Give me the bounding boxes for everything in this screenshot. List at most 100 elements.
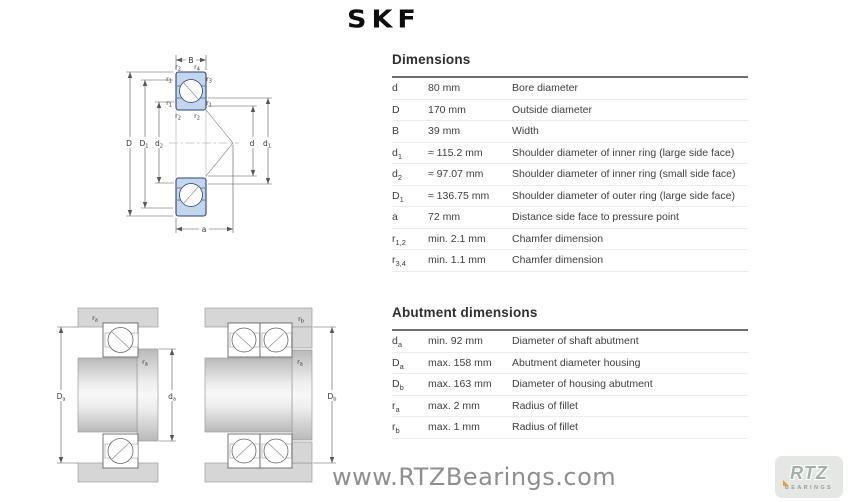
table-row: B 39 mm Width	[392, 121, 748, 143]
label-d2: d2	[155, 139, 163, 150]
symbol: ra	[392, 399, 400, 414]
description: Diameter of housing abutment	[512, 378, 653, 391]
value: ≈ 115.2 mm	[428, 146, 483, 159]
dimensions-title: Dimensions	[392, 52, 471, 67]
symbol: D1	[392, 189, 404, 204]
symbol: Db	[392, 378, 404, 393]
dimensions-section: Dimensions d 80 mm Bore diameter D 170 mm Ou…	[392, 52, 748, 272]
rtz-logo-accent-triangle	[783, 480, 789, 486]
abutment-table: da min. 92 mm Diameter of shaft abutment D…	[392, 329, 748, 439]
value: 72 mm	[428, 211, 461, 224]
label-r2-top-left: r2	[175, 63, 181, 72]
description: Abutment diameter housing	[512, 356, 641, 369]
symbol: rb	[392, 421, 400, 436]
value: max. 158 mm	[428, 356, 492, 369]
value: max. 1 mm	[428, 421, 480, 434]
abutment-section: Abutment dimensions da min. 92 mm Diameter…	[392, 305, 748, 439]
table-row: d2 ≈ 97.07 mm Shoulder diameter of inner r…	[392, 164, 748, 186]
rtz-logo-word: RTZ	[790, 462, 828, 483]
symbol: B	[392, 125, 400, 138]
symbol: Da	[392, 356, 404, 371]
value: min. 92 mm	[428, 335, 483, 348]
symbol: a	[392, 211, 398, 224]
description: Chamfer dimension	[512, 232, 604, 245]
table-row: ra max. 2 mm Radius of fillet	[392, 396, 748, 417]
lower-bearing-section	[175, 177, 207, 217]
table-row: D 170 mm Outside diameter	[392, 100, 748, 121]
symbol: da	[392, 335, 403, 350]
label-a: a	[202, 225, 207, 234]
value: ≈ 97.07 mm	[428, 168, 484, 181]
label-ra-housing: ra	[92, 314, 98, 323]
label-Db: Db	[328, 392, 337, 403]
description: Radius of fillet	[512, 399, 578, 412]
description: Diameter of shaft abutment	[512, 335, 639, 348]
label-r2-bottom-right: r2	[194, 112, 200, 121]
description: Radius of fillet	[512, 421, 578, 434]
label-Da: Da	[57, 392, 66, 403]
symbol: d1	[392, 146, 403, 161]
table-row: d1 ≈ 115.2 mm Shoulder diameter of inner r…	[392, 143, 748, 164]
abutment-mounting-drawing: ra ra Da da	[55, 307, 339, 483]
label-ra-shaft-right: ra	[297, 358, 303, 367]
contact-angle-lines	[205, 109, 234, 177]
label-rb-housing: rb	[298, 315, 304, 324]
label-r2-bottom-left: r2	[175, 112, 181, 121]
label-D: D	[126, 139, 132, 148]
value: max. 2 mm	[428, 399, 480, 412]
ball	[263, 327, 289, 353]
single-bearing-figure: ra ra Da da	[55, 307, 179, 483]
label-r1-upper-left: r1	[166, 75, 172, 84]
value: 80 mm	[428, 82, 461, 95]
paired-bearing-figure: rb ra Db	[204, 307, 339, 483]
bearing-cross-section-drawing: B a	[123, 54, 274, 234]
dimensions-table: d 80 mm Bore diameter D 170 mm Outside diame…	[392, 76, 748, 272]
label-d1: d1	[263, 139, 271, 150]
abutment-title: Abutment dimensions	[392, 305, 538, 320]
table-row: rb max. 1 mm Radius of fillet	[392, 417, 748, 439]
rtz-bearings-logo: RTZ BEARINGS	[775, 456, 843, 498]
label-da: da	[168, 392, 176, 403]
symbol: r3,4	[392, 254, 406, 269]
symbol: r1,2	[392, 232, 406, 247]
table-row: Db max. 163 mm Diameter of housing abutmen…	[392, 374, 748, 396]
ball	[231, 327, 257, 353]
description: Width	[512, 125, 539, 138]
description: Distance side face to pressure point	[512, 211, 679, 224]
label-r3-upper-right: r3	[206, 75, 212, 84]
ball	[231, 438, 257, 464]
label-D1: D1	[140, 139, 149, 150]
label-B: B	[188, 56, 193, 65]
table-row: a 72 mm Distance side face to pressure poi…	[392, 207, 748, 229]
label-ra-shaft: ra	[142, 358, 148, 367]
description: Chamfer dimension	[512, 254, 604, 267]
value: max. 163 mm	[428, 378, 492, 391]
dimension-d1	[208, 97, 272, 185]
table-row: r3,4 min. 1.1 mm Chamfer dimension	[392, 250, 748, 272]
symbol: d2	[392, 168, 403, 183]
upper-bearing-section	[175, 71, 207, 111]
description: Shoulder diameter of inner ring (small s…	[512, 168, 736, 181]
symbol: d	[392, 82, 398, 95]
description: Outside diameter	[512, 103, 592, 116]
value: min. 1.1 mm	[428, 254, 486, 267]
value: 39 mm	[428, 125, 461, 138]
skf-logo: SKF	[347, 5, 421, 34]
table-row: Da max. 158 mm Abutment diameter housing	[392, 353, 748, 374]
table-row: r1,2 min. 2.1 mm Chamfer dimension	[392, 229, 748, 250]
symbol: D	[392, 103, 400, 116]
table-row: da min. 92 mm Diameter of shaft abutment	[392, 331, 748, 353]
value: 170 mm	[428, 103, 466, 116]
label-d: d	[250, 139, 255, 148]
description: Shoulder diameter of inner ring (large s…	[512, 146, 735, 159]
value: min. 2.1 mm	[428, 232, 486, 245]
description: Bore diameter	[512, 82, 578, 95]
label-r1-lower-right: r1	[206, 99, 212, 108]
rtz-logo-subtitle: BEARINGS	[784, 484, 834, 491]
ball	[263, 438, 289, 464]
table-row: d 80 mm Bore diameter	[392, 78, 748, 100]
watermark-text: www.RTZBearings.com	[332, 463, 617, 491]
label-r4-top-right: r4	[194, 63, 200, 72]
